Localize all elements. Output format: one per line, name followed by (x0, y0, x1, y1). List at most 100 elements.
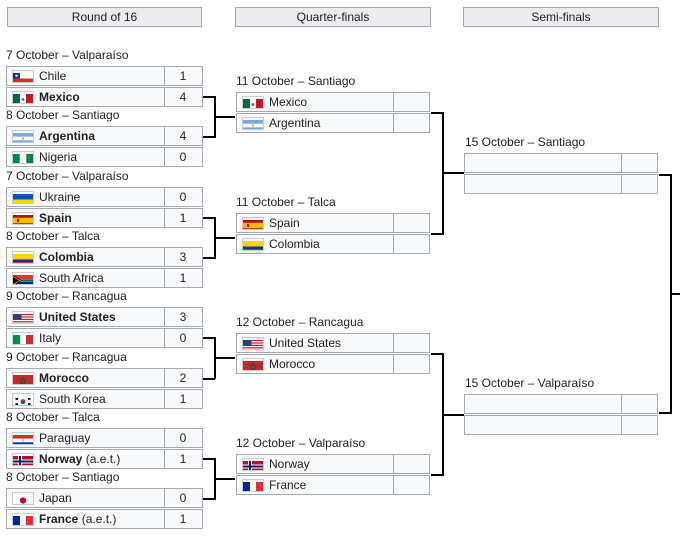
team-cell[interactable]: France (a.e.t.) (7, 510, 165, 529)
team-name[interactable]: Ukraine (39, 188, 80, 206)
team-row[interactable]: France (236, 474, 430, 495)
team-name[interactable]: Morocco (269, 355, 315, 373)
team-row[interactable]: Spain 1 (6, 207, 203, 228)
team-cell[interactable]: Colombia (7, 247, 165, 266)
team-name[interactable]: Spain (269, 214, 300, 232)
team-name[interactable]: United States (269, 334, 341, 352)
team-cell[interactable]: Argentina (7, 127, 165, 146)
team-name-text: Morocco (39, 370, 90, 385)
team-name[interactable]: Paraguay (39, 429, 90, 447)
team-cell[interactable]: Spain (237, 213, 394, 232)
team-name[interactable]: France (269, 476, 306, 494)
morocco-flag-icon (12, 371, 34, 385)
team-row[interactable] (464, 394, 658, 414)
team-name[interactable]: Colombia (39, 248, 94, 266)
team-name[interactable]: Chile (39, 67, 66, 85)
team-name[interactable]: Argentina (269, 114, 320, 132)
team-cell[interactable]: Morocco (7, 368, 165, 387)
team-cell[interactable]: Ukraine (7, 187, 165, 206)
score-cell: 1 (179, 210, 187, 225)
team-row[interactable]: Norway (236, 453, 430, 474)
team-cell[interactable] (465, 175, 622, 193)
team-name-text: Argentina (269, 116, 321, 130)
team-name[interactable]: Argentina (39, 127, 95, 145)
team-name[interactable]: France (a.e.t.) (39, 510, 116, 528)
team-name-text: France (39, 512, 79, 527)
team-cell[interactable]: Norway (237, 454, 394, 473)
team-row[interactable]: Morocco (236, 354, 430, 375)
team-row[interactable]: Mexico (236, 92, 430, 112)
team-row[interactable] (464, 153, 658, 173)
team-name[interactable]: Mexico (269, 93, 307, 111)
team-row[interactable] (464, 415, 658, 435)
score-cell: 0 (179, 430, 187, 445)
team-cell[interactable]: Argentina (237, 114, 394, 132)
team-name[interactable]: Colombia (269, 235, 320, 253)
score-cell: 1 (179, 391, 187, 406)
team-cell[interactable]: Nigeria (7, 148, 165, 167)
team-name-text: Mexico (269, 95, 308, 109)
team-name[interactable]: Mexico (39, 88, 80, 106)
match-date: 9 October – Rancagua (6, 289, 127, 304)
team-cell[interactable] (465, 395, 622, 413)
team-cell[interactable]: Paraguay (7, 428, 165, 447)
team-row[interactable]: Paraguay 0 (6, 427, 203, 448)
bracket-connector (203, 136, 215, 139)
score-cell: 0 (179, 189, 187, 204)
team-name-text: Norway (269, 456, 310, 471)
team-cell[interactable]: Spain (7, 208, 165, 227)
team-name[interactable]: South Korea (39, 390, 106, 408)
team-name[interactable]: Morocco (39, 369, 89, 387)
team-row[interactable]: South Korea 1 (6, 388, 203, 409)
team-row[interactable]: Norway (a.e.t.)1 (6, 448, 203, 469)
team-cell[interactable]: Japan (7, 489, 165, 508)
team-cell[interactable]: Chile (7, 67, 165, 85)
team-cell[interactable]: South Africa (7, 268, 165, 287)
team-cell[interactable]: United States (7, 308, 165, 327)
team-name[interactable]: Nigeria (39, 148, 77, 166)
team-cell[interactable]: France (237, 475, 394, 494)
team-name[interactable]: Italy (39, 329, 61, 347)
team-name[interactable]: United States (39, 308, 116, 326)
colombia-flag-icon (242, 237, 264, 251)
team-cell[interactable]: Mexico (237, 93, 394, 111)
team-row[interactable]: Argentina (236, 113, 430, 133)
team-row[interactable]: Spain (236, 212, 430, 233)
team-name[interactable]: Spain (39, 209, 72, 227)
team-row[interactable]: France (a.e.t.)1 (6, 509, 203, 530)
team-cell[interactable]: Mexico (7, 88, 165, 106)
team-cell[interactable]: South Korea (7, 389, 165, 408)
team-cell[interactable]: United States (237, 334, 394, 353)
score-cell (621, 395, 657, 413)
team-cell[interactable] (465, 154, 622, 172)
team-row[interactable] (464, 174, 658, 194)
match-date: 7 October – Valparaíso (6, 168, 129, 183)
team-cell[interactable]: Morocco (237, 355, 394, 374)
team-cell[interactable]: Norway (a.e.t.) (7, 449, 165, 468)
team-row[interactable]: United States (236, 333, 430, 354)
paraguay-flag-icon (12, 431, 34, 445)
team-name[interactable]: Norway (269, 455, 310, 473)
team-row[interactable]: Colombia (236, 233, 430, 254)
team-name[interactable]: South Africa (39, 269, 104, 287)
team-name-text: Chile (39, 69, 67, 83)
team-name[interactable]: Japan (39, 489, 72, 507)
team-row[interactable]: Ukraine 0 (6, 186, 203, 207)
team-name[interactable]: Norway (a.e.t.) (39, 450, 120, 468)
bracket-connector (203, 96, 215, 98)
team-cell[interactable] (465, 416, 622, 434)
france-flag-icon (12, 513, 34, 527)
match-date: 12 October – Rancagua (236, 315, 364, 330)
team-cell[interactable]: Italy (7, 329, 165, 348)
team-cell[interactable]: Colombia (237, 234, 394, 253)
